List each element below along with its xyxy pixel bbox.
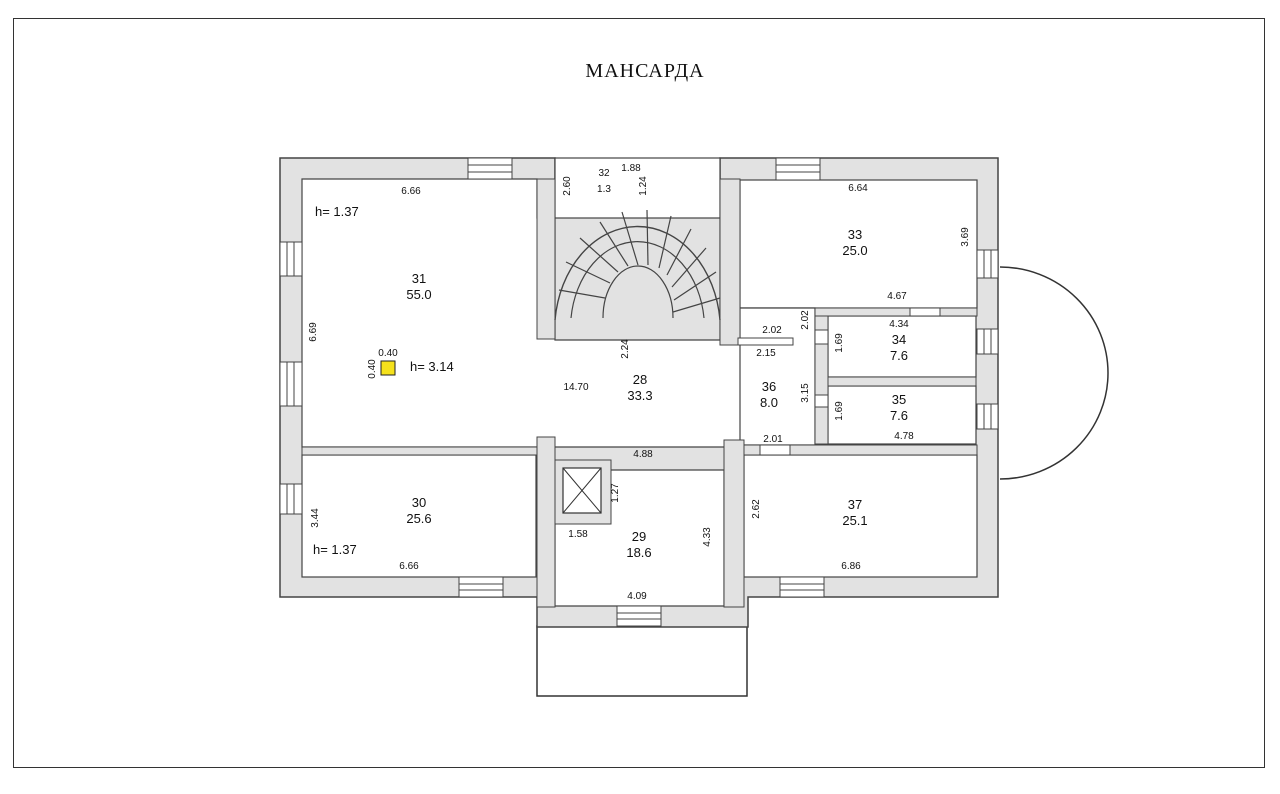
- room-36-number: 36: [762, 379, 776, 394]
- bay-window: [999, 266, 1109, 480]
- drawing-frame: [13, 18, 1265, 768]
- dim-r33-bottom: 4.67: [887, 291, 907, 302]
- room-29-area: 18.6: [626, 545, 651, 560]
- plan-title: МАНСАРДА: [585, 60, 705, 82]
- room-37-area: 25.1: [842, 513, 867, 528]
- room-30-area: 25.6: [406, 511, 431, 526]
- dim-r32-top: 1.88: [621, 163, 641, 174]
- room-28-number: 28: [633, 372, 647, 387]
- dim-r30-side: 3.44: [310, 508, 321, 528]
- dim-r30-bottom: 6.66: [399, 561, 419, 572]
- height-note-r28: h= 3.14: [410, 359, 454, 374]
- dim-r36-bottom: 2.01: [763, 434, 783, 445]
- dim-r35-side: 1.69: [834, 401, 845, 421]
- dim-r32-side: 2.60: [562, 176, 573, 196]
- room-32-area: 1.3: [597, 184, 611, 195]
- dim-r34-top: 4.34: [889, 319, 909, 330]
- room-37-number: 37: [848, 497, 862, 512]
- room-36-area: 8.0: [760, 395, 778, 410]
- dim-r28-center: 2.24: [620, 339, 631, 359]
- height-note-r31: h= 1.37: [315, 204, 359, 219]
- column-marker: [380, 360, 396, 376]
- dim-corr-c: 2.15: [756, 348, 776, 359]
- dim-r37-side: 2.62: [751, 499, 762, 519]
- room-32-area: [554, 157, 721, 219]
- dim-r32-inner: 1.24: [638, 176, 649, 196]
- floor-areas: [301, 178, 978, 607]
- room-34-number: 34: [892, 332, 906, 347]
- dim-corr-b: 2.02: [800, 310, 811, 330]
- dim-r33-right: 3.69: [960, 227, 971, 247]
- doors: [737, 307, 941, 456]
- room-28-area: 33.3: [627, 388, 652, 403]
- dim-r33-top: 6.64: [848, 183, 868, 194]
- dim-r29-bottom: 4.09: [627, 591, 647, 602]
- room-29-number: 29: [632, 529, 646, 544]
- dim-r29-right: 4.33: [702, 527, 713, 547]
- balcony: [536, 625, 748, 697]
- room-labels: 31 55.0 28 33.3 33 25.0 34 7.6 35 7.6 36…: [406, 227, 908, 560]
- dim-r34-side: 1.69: [834, 333, 845, 353]
- room-32-number: 32: [598, 168, 610, 179]
- dim-corr-a: 2.02: [762, 325, 782, 336]
- dim-shaft: 1.27: [610, 483, 621, 503]
- height-notes: h= 1.37 h= 3.14 h= 1.37: [313, 204, 454, 557]
- room-35-area: 7.6: [890, 408, 908, 423]
- room-34-area: 7.6: [890, 348, 908, 363]
- dim-r31-top: 6.66: [401, 186, 421, 197]
- windows: [279, 157, 999, 627]
- dim-r28-bottom: 4.88: [633, 449, 653, 460]
- room-31-area: 55.0: [406, 287, 431, 302]
- dim-r36-side: 3.15: [800, 383, 811, 403]
- room-33-area: 25.0: [842, 243, 867, 258]
- spiral-staircase: [554, 209, 721, 321]
- dim-r31-left: 6.69: [308, 322, 319, 342]
- dimension-labels: 6.66 6.69 1.88 2.60 1.24 6.64 3.69 4.67 …: [308, 163, 971, 602]
- dim-r28-width: 14.70: [563, 382, 588, 393]
- height-note-r30: h= 1.37: [313, 542, 357, 557]
- dim-r35-bottom: 4.78: [894, 431, 914, 442]
- dim-r29-left: 1.58: [568, 529, 588, 540]
- room-33-number: 33: [848, 227, 862, 242]
- room-30-number: 30: [412, 495, 426, 510]
- dim-r37-bottom: 6.86: [841, 561, 861, 572]
- room-35-number: 35: [892, 392, 906, 407]
- room-31-number: 31: [412, 271, 426, 286]
- dim-marker-h: 0.40: [367, 359, 378, 379]
- dim-marker-w: 0.40: [378, 348, 398, 359]
